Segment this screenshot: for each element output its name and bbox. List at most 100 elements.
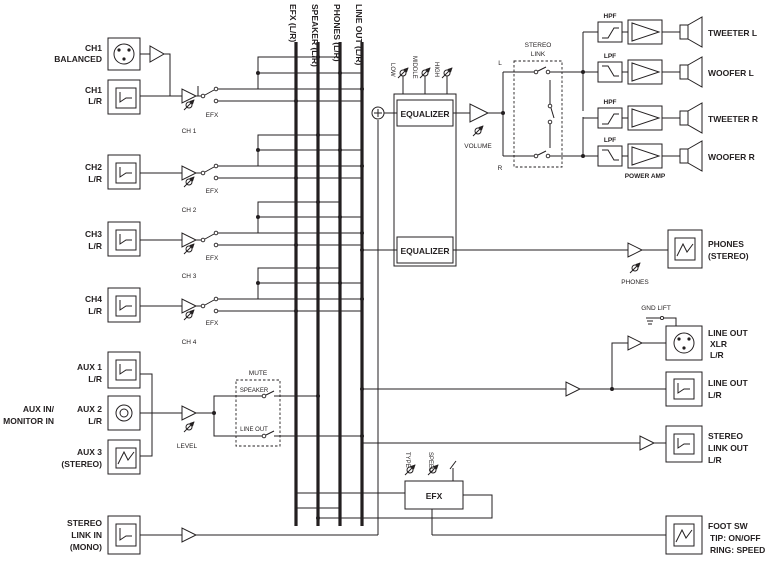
ch1-balanced-sub: BALANCED [54,54,102,64]
eq-top-label: EQUALIZER [400,109,449,119]
phones-small-label: PHONES [621,279,649,286]
line-out-sub: L/R [708,390,722,400]
stereo-link-out-label: STEREO [708,431,743,441]
ch1-lr-sub: L/R [88,96,102,106]
ch1-balanced-jack [107,37,141,71]
ch1-strip [181,86,362,111]
hpf-label-l: HPF [604,13,617,20]
woofer-l-label: WOOFER L [708,68,754,78]
stereo-link-in-sub2: (MONO) [70,542,102,552]
ch1-efx-label: EFX [206,112,219,119]
mute-label: MUTE [249,370,268,377]
ch4-strip-label: CH 4 [182,339,197,346]
aux-mix [140,373,364,457]
ch2-label: CH2 [85,162,102,172]
stereo-link-in-sub1: LINK IN [71,530,102,540]
mute-speaker-label: SPEAKER [240,388,269,394]
bus-label-speaker: SPEAKER (L/R) [310,4,320,67]
efx-block-label: EFX [426,491,443,501]
stereo-link-in-jack [107,515,141,555]
aux2-sub: L/R [88,416,102,426]
phones-output [453,229,703,274]
efx-block [296,460,666,536]
ch4-sub: L/R [88,306,102,316]
lpf-label-r: LPF [604,137,616,144]
aux-in-monitor-label: AUX IN/ [23,404,55,414]
level-label: LEVEL [177,443,198,450]
tweeter-l-label: TWEETER L [708,28,757,38]
power-amp-label: POWER AMP [625,173,666,180]
ch3-strip-label: CH 3 [182,273,197,280]
eq-high-label: HIGH [433,62,439,77]
ch3-strip [181,230,362,255]
ch2-strip-label: CH 2 [182,207,197,214]
ch4-efx-label: EFX [206,320,219,327]
ch4-label: CH4 [85,294,102,304]
lpf-label-l: LPF [604,53,616,60]
sum-node [371,106,385,120]
power-amp-section [581,16,703,172]
aux2-label: AUX 2 [77,404,102,414]
channel-l-label: L [498,60,502,67]
aux2-jack [107,395,141,431]
bus-label-efx: EFX (L/R) [288,4,298,42]
line-out-xlr-sub2: L/R [710,350,724,360]
ch1-balanced-label: CH1 [85,43,102,53]
stereo-link-label-1: STEREO [525,42,552,49]
phones-sub: (STEREO) [708,251,749,261]
foot-sw-sub2: RING: SPEED [710,545,765,555]
stereo-link-label-2: LINK [531,51,546,58]
aux1-sub: L/R [88,374,102,384]
aux-in-monitor-sub: MONITOR IN [3,416,54,426]
stereo-link-out-section [362,425,703,463]
ch1-strip-label: CH 1 [182,128,197,135]
ch4-strip [181,296,362,321]
volume-label: VOLUME [464,143,492,150]
ch3-efx-label: EFX [206,255,219,262]
foot-sw-label: FOOT SW [708,521,749,531]
aux3-sub: (STEREO) [61,459,102,469]
line-out-xlr-sub1: XLR [710,339,727,349]
line-out-section [360,315,703,407]
eq-outer [360,67,457,267]
bus-label-phones: PHONES (L/R) [332,4,342,62]
mute-line-out-label: LINE OUT [240,427,268,433]
ch3-sub: L/R [88,241,102,251]
line-out-label: LINE OUT [708,378,748,388]
aux1-jack [107,351,141,389]
volume-stage [453,60,583,168]
ch4-jack [107,287,141,323]
efx-type-label: TYPE [404,452,410,468]
stereo-link-in-label: STEREO [67,518,102,528]
bus-labels: EFX (L/R) SPEAKER (L/R) PHONES (L/R) LIN… [288,4,364,67]
woofer-r-label: WOOFER R [708,152,755,162]
aux3-label: AUX 3 [77,447,102,457]
ch1-lr-jack [107,79,141,115]
hpf-label-r: HPF [604,99,617,106]
stereo-link-out-sub2: L/R [708,455,722,465]
ch2-efx-label: EFX [206,188,219,195]
ch3-jack [107,221,141,257]
aux1-label: AUX 1 [77,362,102,372]
bus-taps [256,55,364,313]
eq-bottom-label: EQUALIZER [400,246,449,256]
efx-speed-label: SPEED [427,452,433,473]
ch2-jack [107,154,141,190]
channel-r-label: R [498,165,503,172]
foot-sw-sub1: TIP: ON/OFF [710,533,761,543]
bus-lines [294,42,364,526]
ch2-strip [181,163,362,188]
eq-middle-label: MIDDLE [411,56,417,79]
tweeter-r-label: TWEETER R [708,114,758,124]
ch3-label: CH3 [85,229,102,239]
phones-label: PHONES [708,239,744,249]
ch1-lr-label: CH1 [85,85,102,95]
aux3-jack [107,439,141,475]
ch2-sub: L/R [88,174,102,184]
stereo-link-out-sub1: LINK OUT [708,443,749,453]
line-out-xlr-label: LINE OUT [708,328,748,338]
gnd-lift-label: GND LIFT [641,305,671,312]
foot-sw-jack [665,515,703,555]
eq-low-label: LOW [389,63,395,77]
